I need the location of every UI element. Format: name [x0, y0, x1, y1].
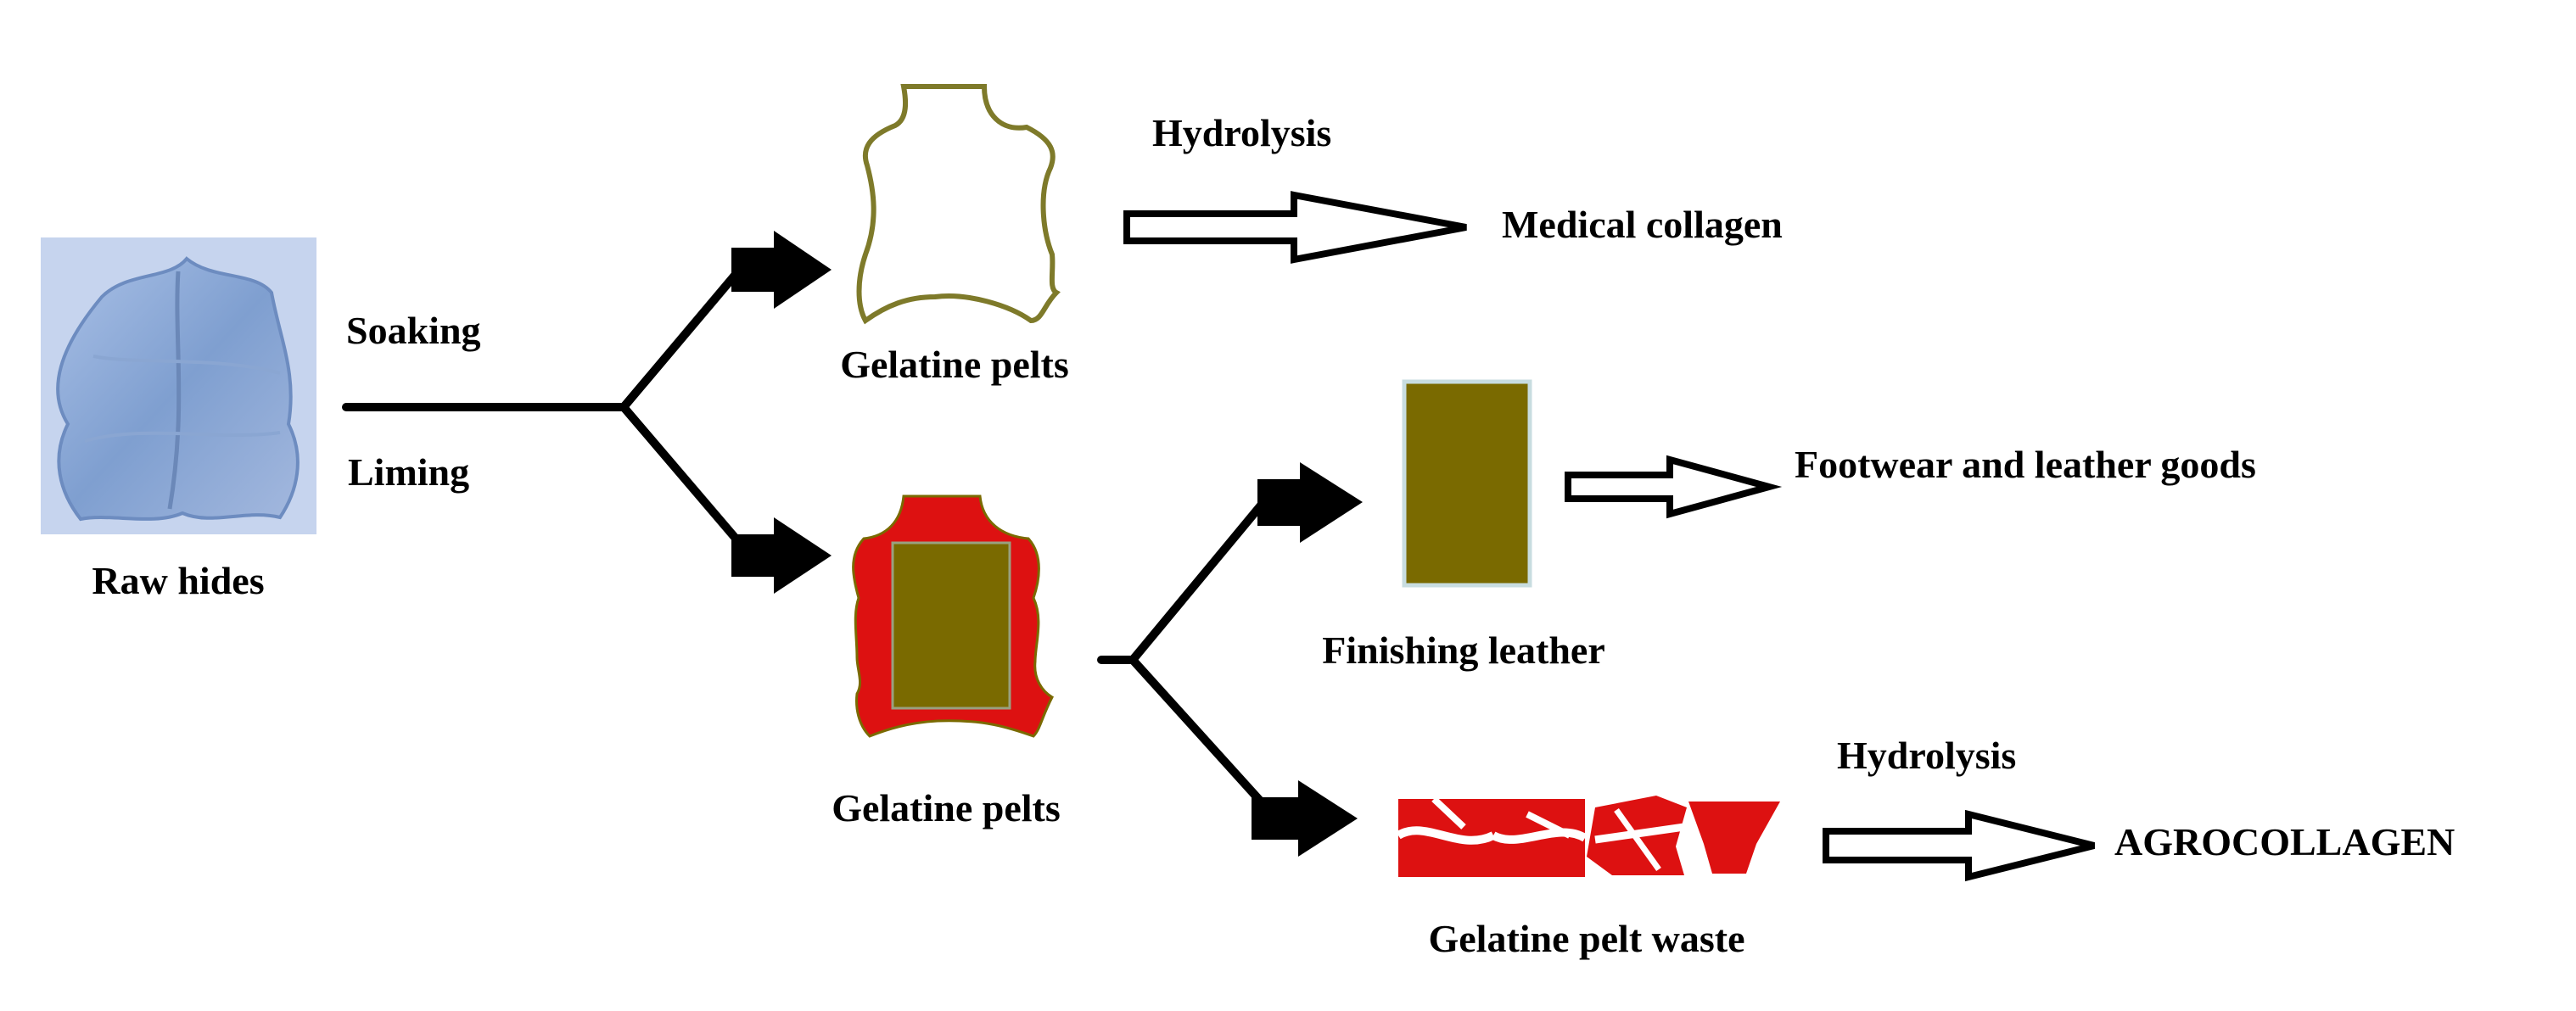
- liming-label: Liming: [348, 450, 469, 494]
- arrowhead-to-bottom-pelt: [731, 517, 832, 594]
- raw-hide-image: [41, 237, 316, 534]
- gelatine-pelts-top-label: Gelatine pelts: [840, 343, 1069, 386]
- branch-lines: [342, 257, 1273, 814]
- finishing-leather-label: Finishing leather: [1322, 628, 1605, 672]
- finishing-leather-icon: [1402, 379, 1532, 588]
- gelatine-pelt-outline-icon: [856, 84, 1061, 325]
- hydrolysis-top-label: Hydrolysis: [1152, 111, 1331, 154]
- footwear-label: Footwear and leather goods: [1795, 443, 2256, 486]
- medical-collagen-label: Medical collagen: [1502, 203, 1783, 246]
- gelatine-pelt-red-icon: [852, 494, 1054, 738]
- raw-hides-label: Raw hides: [92, 559, 264, 602]
- agrocollagen-label: AGROCOLLAGEN: [2114, 820, 2455, 863]
- gelatine-pelt-waste-icon: [1396, 796, 1780, 877]
- arrowhead-to-finishing-leather: [1257, 462, 1363, 543]
- hydrolysis-bottom-label: Hydrolysis: [1837, 734, 2016, 777]
- arrowhead-to-pelt-waste: [1252, 780, 1358, 857]
- hollow-arrow-to-medical-collagen: [1123, 191, 1467, 264]
- gelatine-pelts-bottom-label: Gelatine pelts: [832, 786, 1061, 829]
- arrowhead-to-top-pelt: [731, 231, 832, 309]
- soaking-label: Soaking: [346, 309, 481, 352]
- hollow-arrow-to-agrocollagen: [1823, 809, 2095, 882]
- gelatine-pelt-waste-label: Gelatine pelt waste: [1428, 917, 1744, 960]
- hollow-arrow-to-footwear: [1565, 455, 1783, 519]
